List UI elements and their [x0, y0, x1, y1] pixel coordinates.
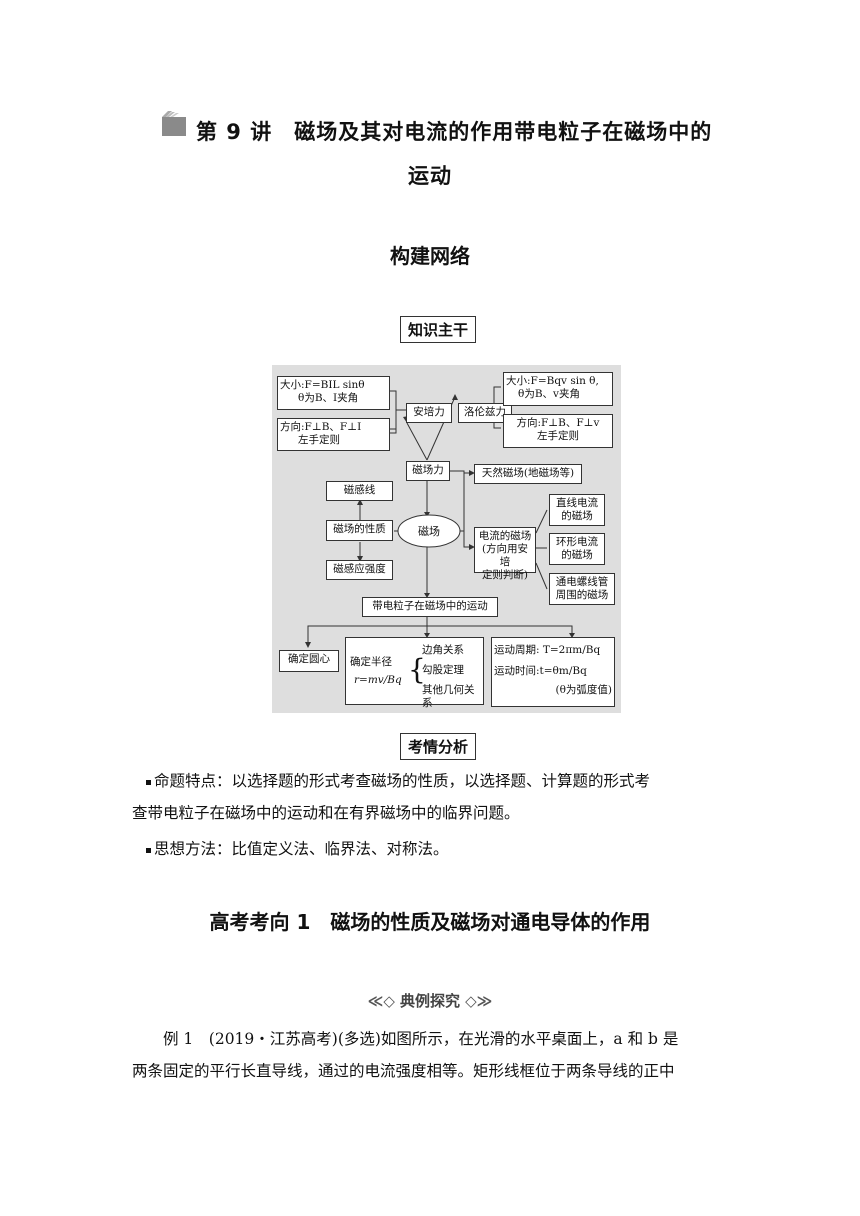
- direction-title: 高考考向 1 磁场的性质及磁场对通电导体的作用: [209, 910, 651, 934]
- natural-field-node: 天然磁场(地磁场等): [474, 464, 582, 484]
- bullet-icon: [146, 847, 151, 853]
- book-icon: [162, 111, 186, 136]
- lorentz-size-node: 大小:F=Bqv sin θ, θ为B、v夹角: [503, 372, 613, 406]
- analysis-item-2-text: 思想方法：比值定义法、临界法、对称法。: [154, 840, 449, 858]
- analysis-label: 考情分析: [400, 733, 477, 760]
- period-text: 运动周期: T=2πm/Bq: [494, 644, 601, 656]
- knowledge-label: 知识主干: [400, 316, 477, 343]
- find-center-node: 确定圆心: [279, 650, 339, 672]
- current-field-text1: 电流的磁场: [478, 530, 532, 542]
- page-title-line1: 第 9 讲 磁场及其对电流的作用带电粒子在磁场中的: [196, 120, 713, 144]
- analysis-item-2: 思想方法：比值定义法、临界法、对称法。: [146, 834, 449, 864]
- solenoid-text1: 通电螺线管: [555, 576, 609, 588]
- magnetic-force-node: 磁场力: [406, 461, 450, 481]
- theta-note: (θ为弧度值): [555, 684, 612, 696]
- lorentz-dir-text1: 方向:F⊥B、F⊥v: [516, 417, 600, 429]
- section-heading: 构建网络: [390, 244, 470, 268]
- geo-text3: 其他几何关系: [422, 684, 475, 709]
- ring-text2: 的磁场: [561, 549, 593, 561]
- straight-text2: 的磁场: [561, 510, 593, 522]
- ampere-force-node: 安培力: [406, 403, 452, 423]
- solenoid-node: 通电螺线管 周围的磁场: [549, 573, 615, 605]
- magnetic-field-node: 磁场: [418, 525, 440, 538]
- example-line-1: 例 1 (2019・江苏高考)(多选)如图所示，在光滑的水平桌面上，a 和 b …: [163, 1030, 679, 1048]
- period-time-node: 运动周期: T=2πm/Bq 运动时间:t=θm/Bq (θ为弧度值): [491, 637, 615, 707]
- ampere-size-text2: θ为B、I夹角: [298, 392, 359, 404]
- connector-lines: [305, 386, 575, 648]
- lorentz-force-node: 洛伦兹力: [458, 403, 512, 423]
- radius-label: 确定半径: [350, 656, 392, 668]
- solenoid-text2: 周围的磁场: [555, 589, 609, 601]
- analysis-item-1-text: 命题特点：以选择题的形式考查磁场的性质，以选择题、计算题的形式考: [154, 772, 651, 790]
- ampere-size-text1: 大小:F=BIL sinθ: [280, 379, 365, 391]
- lorentz-dir-text2: 左手定则: [537, 430, 579, 442]
- straight-text1: 直线电流: [556, 497, 598, 509]
- field-property-node: 磁场的性质: [326, 520, 393, 541]
- geo-text1: 边角关系: [422, 644, 464, 656]
- analysis-item-1-line2: 查带电粒子在磁场中的运动和在有界磁场中的临界问题。: [132, 804, 520, 822]
- lorentz-size-text1: 大小:F=Bqv sin θ,: [506, 375, 599, 387]
- time-text: 运动时间:t=θm/Bq: [494, 665, 587, 677]
- current-field-node: 电流的磁场 (方向用安培 定则判断): [474, 527, 536, 581]
- ampere-dir-text1: 方向:F⊥B、F⊥I: [280, 421, 362, 433]
- ring-text1: 环形电流: [556, 536, 598, 548]
- lorentz-direction-node: 方向:F⊥B、F⊥v 左手定则: [503, 414, 613, 448]
- lorentz-size-text2: θ为B、v夹角: [518, 388, 580, 400]
- concept-map: 大小:F=BIL sinθ θ为B、I夹角 方向:F⊥B、F⊥I 左手定则 安培…: [272, 365, 621, 713]
- current-field-text3: 定则判断): [481, 569, 529, 581]
- find-radius-node: 确定半径 r=mv/Bq { 边角关系 勾股定理 其他几何关系: [345, 637, 484, 709]
- straight-current-node: 直线电流 的磁场: [549, 494, 605, 526]
- ring-current-node: 环形电流 的磁场: [549, 533, 605, 565]
- double-chevron-left-icon: ≪◇: [367, 992, 395, 1010]
- geo-text2: 勾股定理: [422, 664, 464, 676]
- example-banner: ≪◇ 典例探究 ◇≫: [0, 990, 860, 1011]
- radius-formula: r=mv/Bq: [354, 674, 402, 686]
- ampere-direction-node: 方向:F⊥B、F⊥I 左手定则: [277, 418, 390, 451]
- current-field-text2: (方向用安培: [481, 543, 529, 568]
- charged-motion-node: 带电粒子在磁场中的运动: [362, 597, 498, 617]
- ampere-size-node: 大小:F=BIL sinθ θ为B、I夹角: [277, 376, 390, 410]
- field-strength-node: 磁感应强度: [326, 560, 393, 580]
- page-title-line2: 运动: [408, 164, 452, 188]
- bullet-icon: [146, 779, 151, 785]
- brace-glyph: {: [408, 653, 426, 686]
- example-line-2: 两条固定的平行长直导线，通过的电流强度相等。矩形线框位于两条导线的正中: [132, 1062, 675, 1080]
- analysis-item-1-line1: 命题特点：以选择题的形式考查磁场的性质，以选择题、计算题的形式考: [146, 766, 650, 796]
- example-banner-label: 典例探究: [399, 992, 460, 1010]
- double-chevron-right-icon: ◇≫: [465, 992, 493, 1010]
- ampere-dir-text2: 左手定则: [298, 434, 340, 446]
- field-lines-node: 磁感线: [326, 481, 393, 501]
